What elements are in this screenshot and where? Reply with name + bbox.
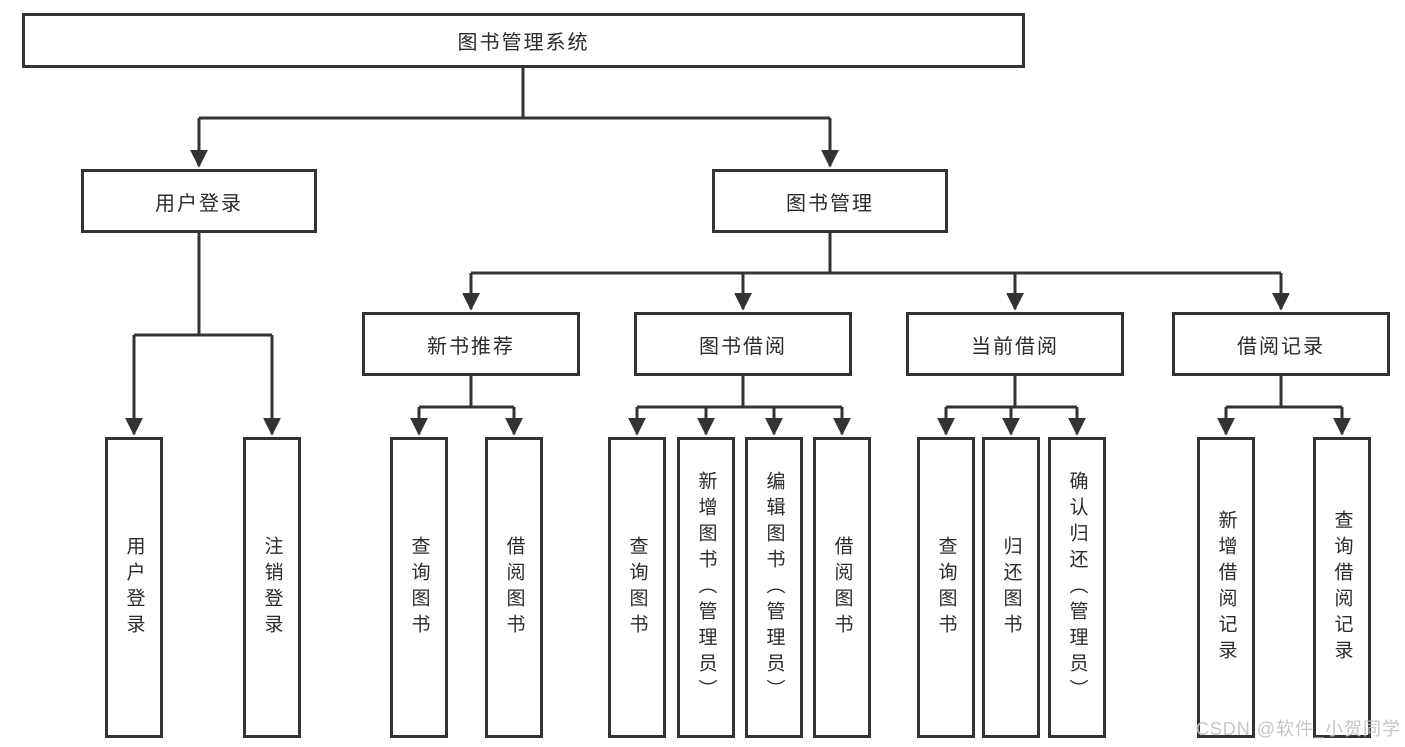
node-book-management: 图书管理	[712, 169, 948, 233]
node-leaf-borrow-books-2: 借阅图书	[813, 437, 871, 738]
node-leaf-query-borrow-record: 查询借阅记录	[1313, 437, 1371, 738]
node-leaf-query-books-3: 查询图书	[917, 437, 975, 738]
node-leaf-query-books-2: 查询图书	[608, 437, 666, 738]
connector-current-borrowing-bus	[946, 376, 1077, 409]
connector-new-book-recommend-bus	[419, 376, 514, 409]
node-leaf-borrow-books-1: 借阅图书	[485, 437, 543, 738]
csdn-watermark: CSDN @软件_小贺同学	[1195, 719, 1401, 739]
node-leaf-confirm-return-admin: 确认归还（管理员）	[1048, 437, 1106, 738]
connector-book-borrowing-bus	[637, 376, 842, 409]
node-borrowing-records: 借阅记录	[1172, 312, 1390, 376]
node-current-borrowing: 当前借阅	[906, 312, 1124, 376]
connector-book-management-bus	[471, 233, 1281, 275]
node-leaf-add-books-admin: 新增图书（管理员）	[677, 437, 735, 738]
node-user-login: 用户登录	[81, 169, 317, 233]
node-leaf-user-login: 用户登录	[105, 437, 163, 738]
node-leaf-edit-books-admin: 编辑图书（管理员）	[745, 437, 803, 738]
connector-user-login-bus	[134, 233, 272, 337]
node-leaf-add-borrow-record: 新增借阅记录	[1197, 437, 1255, 738]
node-book-borrowing: 图书借阅	[634, 312, 852, 376]
node-leaf-logout: 注销登录	[243, 437, 301, 738]
node-new-book-recommend: 新书推荐	[362, 312, 580, 376]
node-leaf-query-books-1: 查询图书	[390, 437, 448, 738]
node-leaf-return-books: 归还图书	[982, 437, 1040, 738]
connector-root-bus	[199, 68, 830, 120]
connector-borrowing-records-bus	[1226, 376, 1342, 409]
node-library-system: 图书管理系统	[22, 13, 1025, 68]
